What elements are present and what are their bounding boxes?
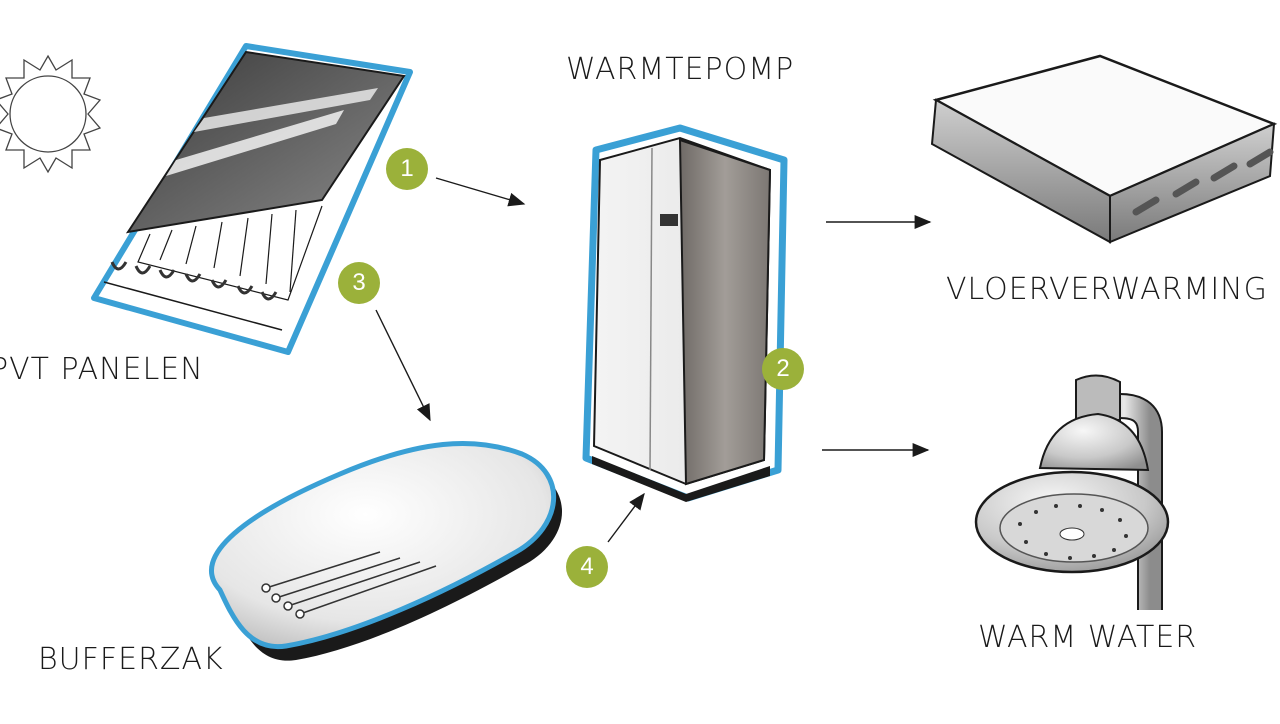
pvt-panels-label: PVT PANELEN (0, 352, 204, 387)
arrow-1 (435, 177, 526, 207)
warm-water-label: WARM WATER (978, 620, 1198, 655)
arrow-4 (607, 492, 645, 543)
buffer-label: BUFFERZAK (38, 642, 224, 677)
arrow-3 (375, 309, 431, 422)
flow-arrows (375, 177, 932, 543)
heat-pump-label: WARMTEPOMP (566, 52, 795, 87)
step-badge-3: 3 (338, 262, 380, 304)
floor-heating-icon (930, 54, 1278, 250)
step-badge-4: 4 (566, 546, 608, 588)
floor-heating-label: VLOERVERWARMING (946, 272, 1268, 307)
step-badge-1: 1 (386, 148, 428, 190)
pvt-panel-icon (91, 43, 413, 355)
buffer-bag-icon (209, 440, 563, 661)
heat-pump-icon (582, 124, 788, 502)
shower-head-icon (974, 374, 1170, 610)
step-badge-2: 2 (762, 348, 804, 390)
sun-icon (0, 54, 102, 174)
